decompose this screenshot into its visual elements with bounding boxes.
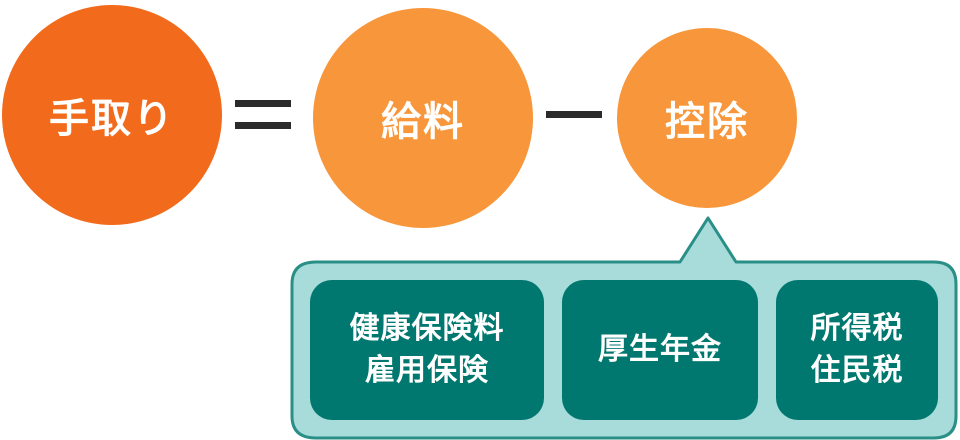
deduction-item: 住民税 — [810, 353, 904, 388]
deduction-box-insurance: 健康保険料 雇用保険 — [310, 280, 544, 420]
minus-sign — [546, 111, 602, 118]
deduction-label: 控除 — [665, 99, 749, 145]
equals-bar-bottom — [235, 122, 291, 129]
deduction-item: 健康保険料 — [349, 311, 505, 346]
deduction-item: 所得税 — [810, 311, 904, 346]
deduction-item: 雇用保険 — [365, 353, 489, 388]
equals-sign — [235, 100, 291, 130]
take-home-circle: 手取り — [2, 5, 222, 225]
deduction-item: 厚生年金 — [598, 332, 722, 367]
deduction-box-taxes: 所得税 住民税 — [776, 280, 938, 420]
deduction-circle: 控除 — [617, 28, 797, 208]
deduction-box-pension: 厚生年金 — [562, 280, 758, 420]
take-home-label: 手取り — [49, 96, 175, 142]
salary-label: 給料 — [381, 99, 465, 145]
salary-circle: 給料 — [313, 8, 533, 228]
equals-bar-top — [235, 100, 291, 107]
